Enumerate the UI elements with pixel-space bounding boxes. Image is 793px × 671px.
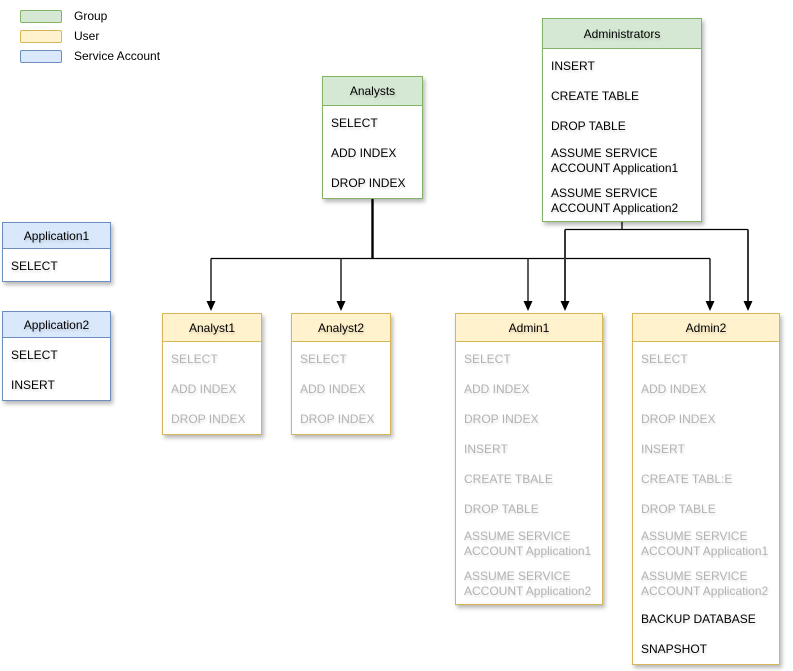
node-title: Administrators [543,19,701,49]
legend-label: User [74,29,100,43]
node-title: Analysts [323,77,422,106]
permission-item: ADD INDEX [300,381,366,396]
node-title: Analyst2 [292,314,390,342]
permission-item: ASSUME SERVICE ACCOUNT Application2 [551,186,679,215]
permission-list: SELECT ADD INDEX DROP INDEX [323,106,422,198]
arrowhead-icon [705,301,715,311]
permission-item: DROP INDEX [641,411,716,426]
permission-item: SELECT [300,351,347,366]
permission-item: ADD INDEX [464,381,530,396]
permission-item: SELECT [171,351,218,366]
legend-item-service-account: Service Account [20,46,160,66]
permission-item: SELECT [331,115,378,130]
permission-item: DROP INDEX [171,411,246,426]
node-administrators-group: Administrators INSERT CREATE TABLE DROP TA… [542,18,702,222]
permission-item: CREATE TBALE [464,471,553,486]
node-analyst1-user: Analyst1 SELECT ADD INDEX DROP INDEX [162,313,262,435]
permission-item: INSERT [551,58,595,73]
legend: Group User Service Account [20,6,160,66]
legend-label: Group [74,9,108,23]
permission-item: DROP INDEX [331,175,406,190]
user-swatch [20,29,62,43]
legend-item-user: User [20,26,160,46]
legend-item-group: Group [20,6,160,26]
permission-item: ASSUME SERVICE ACCOUNT Application2 [464,569,592,598]
node-title: Application1 [3,223,110,249]
permission-item: INSERT [11,377,55,392]
permission-item: INSERT [464,441,508,456]
legend-label: Service Account [74,49,161,63]
permission-list: SELECT INSERT [3,338,110,400]
permission-item: ASSUME SERVICE ACCOUNT Application1 [641,529,769,558]
arrowhead-icon [336,301,346,311]
permission-list: SELECT ADD INDEX DROP INDEX [292,342,390,434]
node-application2-service-account: Application2 SELECT INSERT [2,311,111,401]
permission-list: SELECT [3,249,110,281]
permission-item: ASSUME SERVICE ACCOUNT Application2 [641,569,769,598]
permission-list: SELECT ADD INDEX DROP INDEX INSERT CREATE TA… [633,342,779,664]
arrowhead-icon [743,301,753,311]
node-analysts-group: Analysts SELECT ADD INDEX DROP INDEX [322,76,423,199]
permission-item: ASSUME SERVICE ACCOUNT Application1 [464,529,592,558]
node-application1-service-account: Application1 SELECT [2,222,111,282]
permission-item: ASSUME SERVICE ACCOUNT Application1 [551,146,679,175]
permission-item: SELECT [464,351,511,366]
permission-item: SELECT [11,258,58,273]
arrowhead-icon [560,301,570,311]
permission-item: SELECT [641,351,688,366]
permission-item: INSERT [641,441,685,456]
arrowhead-icon [206,301,216,311]
permission-item: DROP TABLE [641,501,716,516]
permission-item: ADD INDEX [171,381,237,396]
permission-list: INSERT CREATE TABLE DROP TABLE ASSUME SERVI… [543,49,701,221]
permission-list: SELECT ADD INDEX DROP INDEX INSERT CREATE TB… [456,342,602,604]
permission-item: DROP INDEX [464,411,539,426]
permission-list: SELECT ADD INDEX DROP INDEX [163,342,261,434]
service-account-swatch [20,49,62,63]
permission-item: DROP INDEX [300,411,375,426]
node-title: Admin1 [456,314,602,342]
permission-item: DROP TABLE [464,501,539,516]
permission-item: ADD INDEX [641,381,707,396]
permission-item: CREATE TABLE [551,88,640,103]
node-title: Application2 [3,312,110,338]
permission-item: CREATE TABL:E [641,471,733,486]
permission-item: BACKUP DATABASE [641,611,756,626]
arrowhead-icon [523,301,533,311]
group-swatch [20,9,62,23]
node-title: Analyst1 [163,314,261,342]
node-admin1-user: Admin1 SELECT ADD INDEX DROP INDEX INSERT CR… [455,313,603,605]
permission-item: SELECT [11,347,58,362]
node-title: Admin2 [633,314,779,342]
permission-item: ADD INDEX [331,145,397,160]
permission-item: SNAPSHOT [641,641,708,656]
node-admin2-user: Admin2 SELECT ADD INDEX DROP INDEX INSERT CR… [632,313,780,665]
permission-item: DROP TABLE [551,118,626,133]
node-analyst2-user: Analyst2 SELECT ADD INDEX DROP INDEX [291,313,391,435]
